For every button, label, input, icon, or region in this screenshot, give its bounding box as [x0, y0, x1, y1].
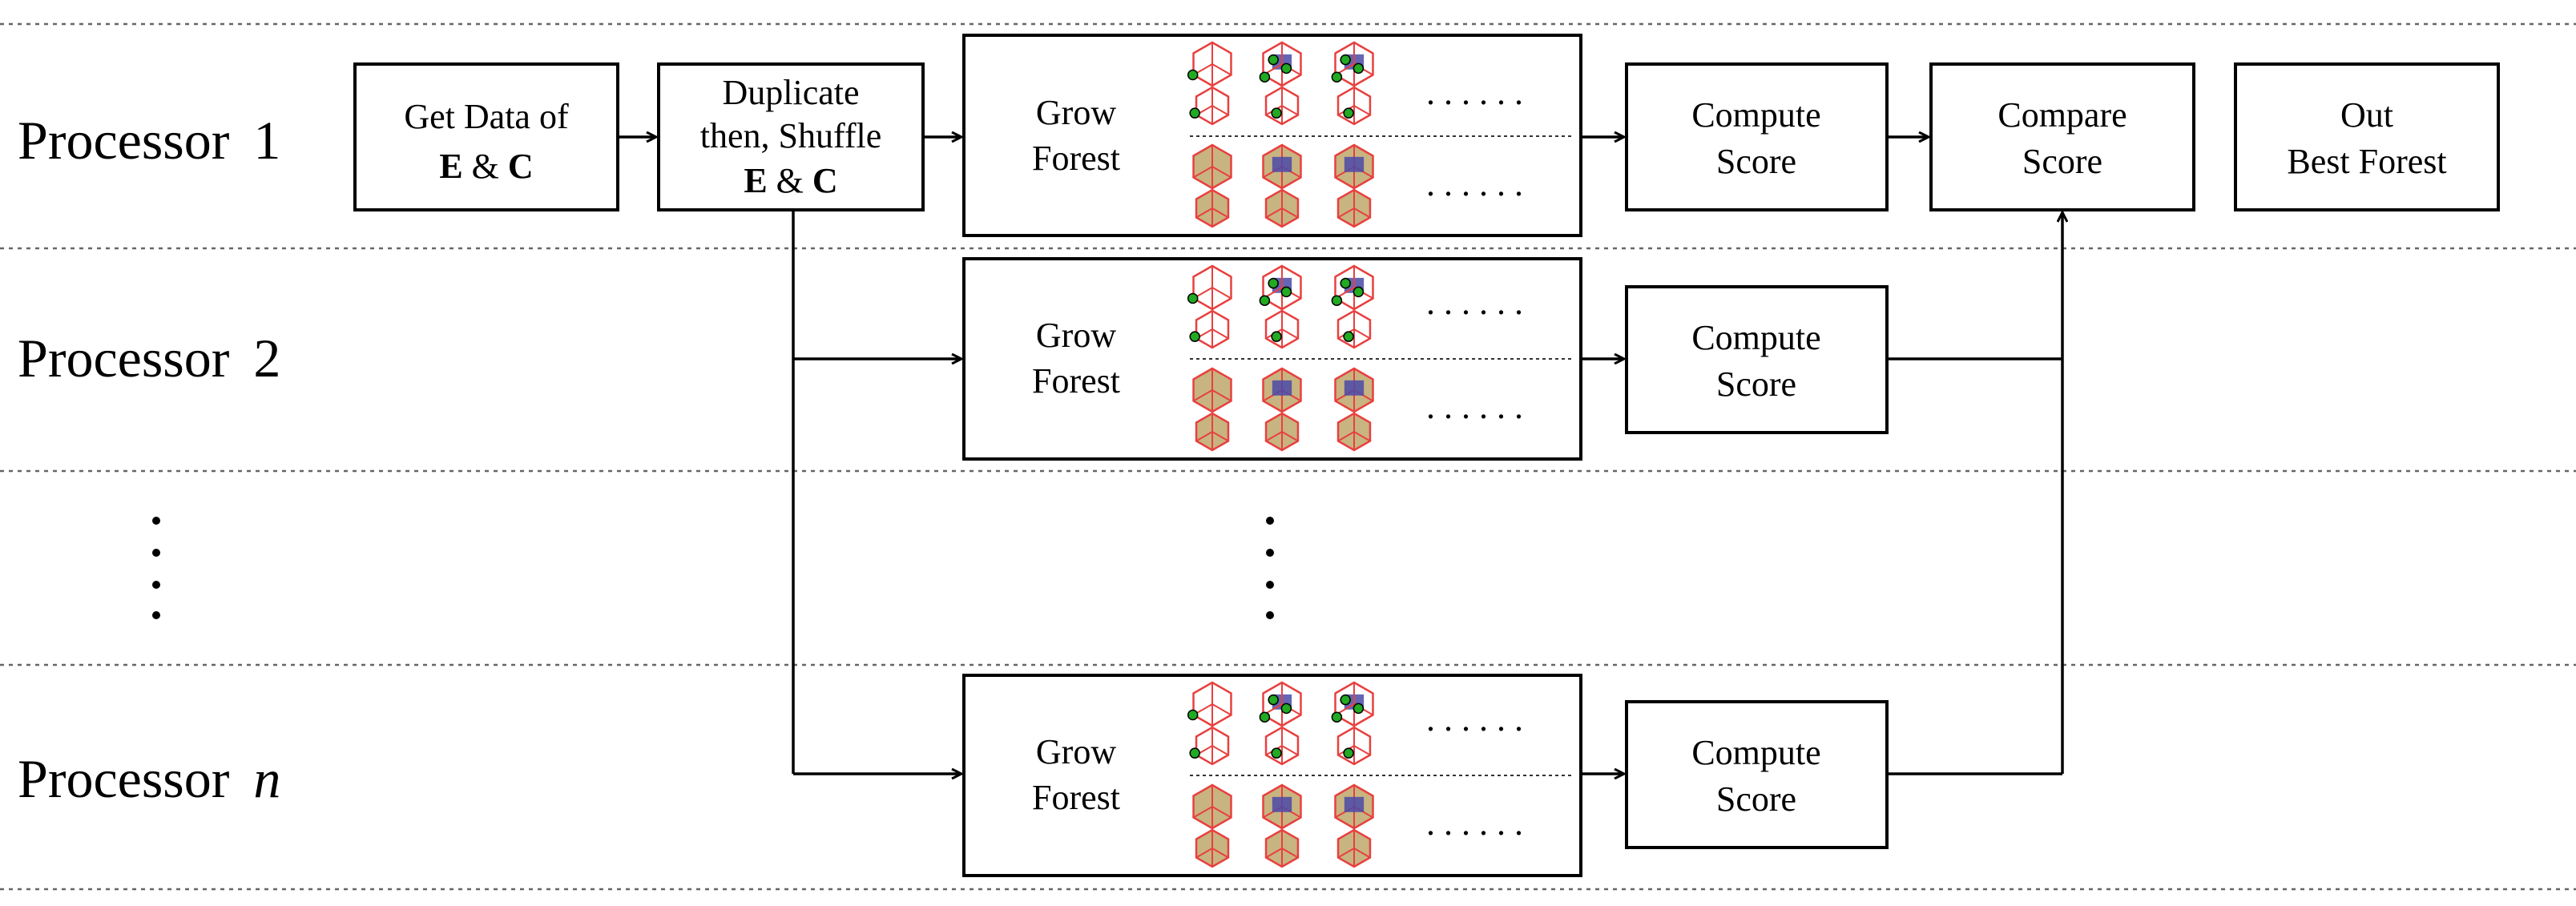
get-data-line2: E & C — [439, 147, 533, 186]
forest-tree-icons — [1187, 681, 1374, 868]
compare-score-box: Compare Score — [1929, 62, 2195, 211]
forest-tree-icons — [1187, 41, 1374, 228]
forest-ellipsis: . . . . . . — [1426, 699, 1523, 739]
grow-forest-box-2: Grow Forest . . . . . . . . . . . . — [962, 257, 1582, 461]
processor-vertical-ellipsis — [152, 517, 160, 619]
compute-score-box-2: Compute Score — [1625, 285, 1889, 434]
svg-text:Compute: Compute — [1691, 318, 1820, 357]
svg-text:Compare: Compare — [1998, 95, 2127, 135]
forest-tree-icons — [1187, 264, 1374, 452]
duplicate-line2: then, Shuffle — [700, 116, 882, 155]
get-data-line1: Get Data of — [404, 97, 569, 136]
out-best-forest-box: Out Best Forest — [2234, 62, 2500, 211]
get-data-box: Get Data of E & C — [353, 62, 619, 211]
svg-text:Best Forest: Best Forest — [2287, 142, 2446, 181]
duplicate-shuffle-box: Duplicate then, Shuffle E & C — [657, 62, 925, 211]
grow-forest-box-1: Grow Forest . . . . . . . . . . . . — [962, 34, 1582, 237]
svg-text:Out: Out — [2340, 95, 2393, 135]
forest-ellipsis: . . . . . . — [1426, 803, 1523, 843]
svg-text:Forest: Forest — [1032, 361, 1120, 401]
duplicate-line1: Duplicate — [722, 73, 859, 112]
compute-score-box-1: Compute Score — [1625, 62, 1889, 211]
svg-text:Grow: Grow — [1036, 93, 1116, 132]
svg-text:Score: Score — [2022, 142, 2102, 181]
duplicate-line3: E & C — [744, 161, 837, 200]
svg-text:Grow: Grow — [1036, 316, 1116, 355]
forest-ellipsis: . . . . . . — [1426, 73, 1523, 112]
grow-forest-box-n: Grow Forest . . . . . . . . . . . . — [962, 674, 1582, 877]
svg-text:Score: Score — [1716, 142, 1796, 181]
forest-ellipsis: . . . . . . — [1426, 164, 1523, 203]
compute-score-box-n: Compute Score — [1625, 700, 1889, 849]
svg-text:Forest: Forest — [1032, 139, 1120, 178]
svg-text:Compute: Compute — [1691, 733, 1820, 772]
svg-text:Forest: Forest — [1032, 778, 1120, 817]
svg-text:Score: Score — [1716, 779, 1796, 819]
svg-text:Grow: Grow — [1036, 732, 1116, 771]
svg-text:Compute: Compute — [1691, 95, 1820, 135]
forest-ellipsis: . . . . . . — [1426, 387, 1523, 426]
svg-text:Score: Score — [1716, 364, 1796, 404]
forest-vertical-ellipsis — [1266, 517, 1274, 619]
forest-ellipsis: . . . . . . — [1426, 283, 1523, 322]
